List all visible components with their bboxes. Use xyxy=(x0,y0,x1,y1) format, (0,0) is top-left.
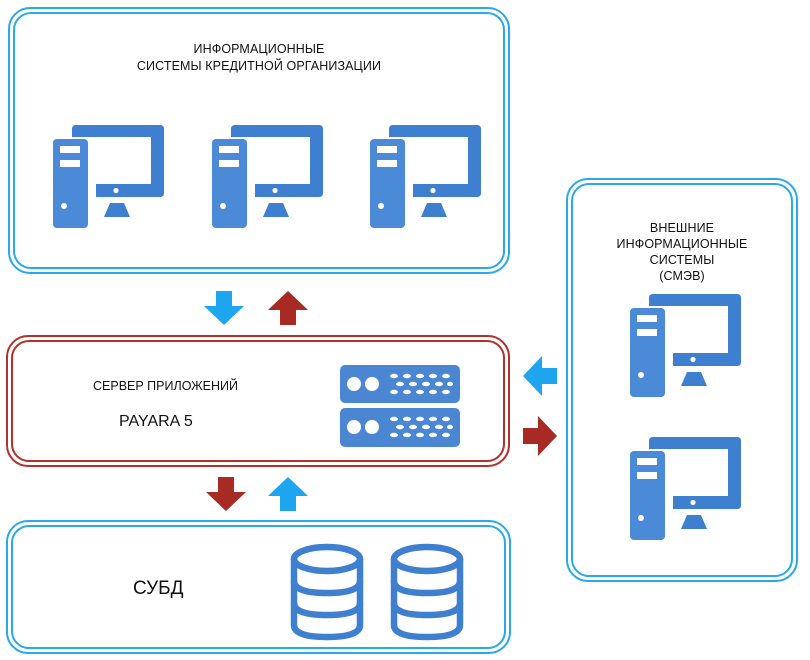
arrow-up-red-icon xyxy=(268,291,308,325)
internal-systems-inner-frame: ИНФОРМАЦИОННЫЕ СИСТЕМЫ КРЕДИТНОЙ ОРГАНИЗ… xyxy=(13,12,505,269)
database-icon xyxy=(289,542,365,642)
external-systems-title-line4: (СМЭВ) xyxy=(659,269,705,283)
external-systems-inner-frame: ВНЕШНИЕ ИНФОРМАЦИОННЫЕ СИСТЕМЫ (СМЭВ) xyxy=(571,183,793,577)
arrow-left-blue-icon xyxy=(523,356,557,396)
arrow-right-red-icon xyxy=(523,416,557,456)
app-server-label: СЕРВЕР ПРИЛОЖЕНИЙ xyxy=(93,379,239,393)
external-systems-box: ВНЕШНИЕ ИНФОРМАЦИОННЫЕ СИСТЕМЫ (СМЭВ) xyxy=(566,178,798,582)
database-icon xyxy=(389,542,465,642)
arrow-down-blue-icon xyxy=(204,291,244,325)
app-server-product: PAYARA 5 xyxy=(119,413,193,430)
internal-systems-title: ИНФОРМАЦИОННЫЕ СИСТЕМЫ КРЕДИТНОЙ ОРГАНИЗ… xyxy=(15,41,503,75)
internal-systems-title-line1: ИНФОРМАЦИОННЫЕ xyxy=(193,42,325,56)
dbms-inner-frame: СУБД xyxy=(11,525,506,649)
external-systems-title-line3: СИСТЕМЫ xyxy=(649,253,715,267)
desktop-computer-icon xyxy=(369,123,483,229)
server-rack-icon xyxy=(340,365,460,447)
dbms-label: СУБД xyxy=(133,578,184,599)
arrow-up-blue-icon xyxy=(268,477,308,511)
app-server-box: СЕРВЕР ПРИЛОЖЕНИЙ PAYARA 5 xyxy=(6,335,510,467)
desktop-computer-icon xyxy=(211,123,325,229)
dbms-box: СУБД xyxy=(6,520,511,654)
desktop-computer-icon xyxy=(629,435,743,541)
internal-systems-title-line2: СИСТЕМЫ КРЕДИТНОЙ ОРГАНИЗАЦИИ xyxy=(136,59,382,73)
desktop-computer-icon xyxy=(52,123,166,229)
app-server-inner-frame: СЕРВЕР ПРИЛОЖЕНИЙ PAYARA 5 xyxy=(11,340,505,462)
arrow-down-red-icon xyxy=(206,477,246,511)
internal-systems-box: ИНФОРМАЦИОННЫЕ СИСТЕМЫ КРЕДИТНОЙ ОРГАНИЗ… xyxy=(8,7,510,274)
external-systems-title-line2: ИНФОРМАЦИОННЫЕ xyxy=(616,237,748,251)
external-systems-title: ВНЕШНИЕ ИНФОРМАЦИОННЫЕ СИСТЕМЫ (СМЭВ) xyxy=(573,220,791,284)
external-systems-title-line1: ВНЕШНИЕ xyxy=(649,221,715,235)
desktop-computer-icon xyxy=(629,292,743,398)
